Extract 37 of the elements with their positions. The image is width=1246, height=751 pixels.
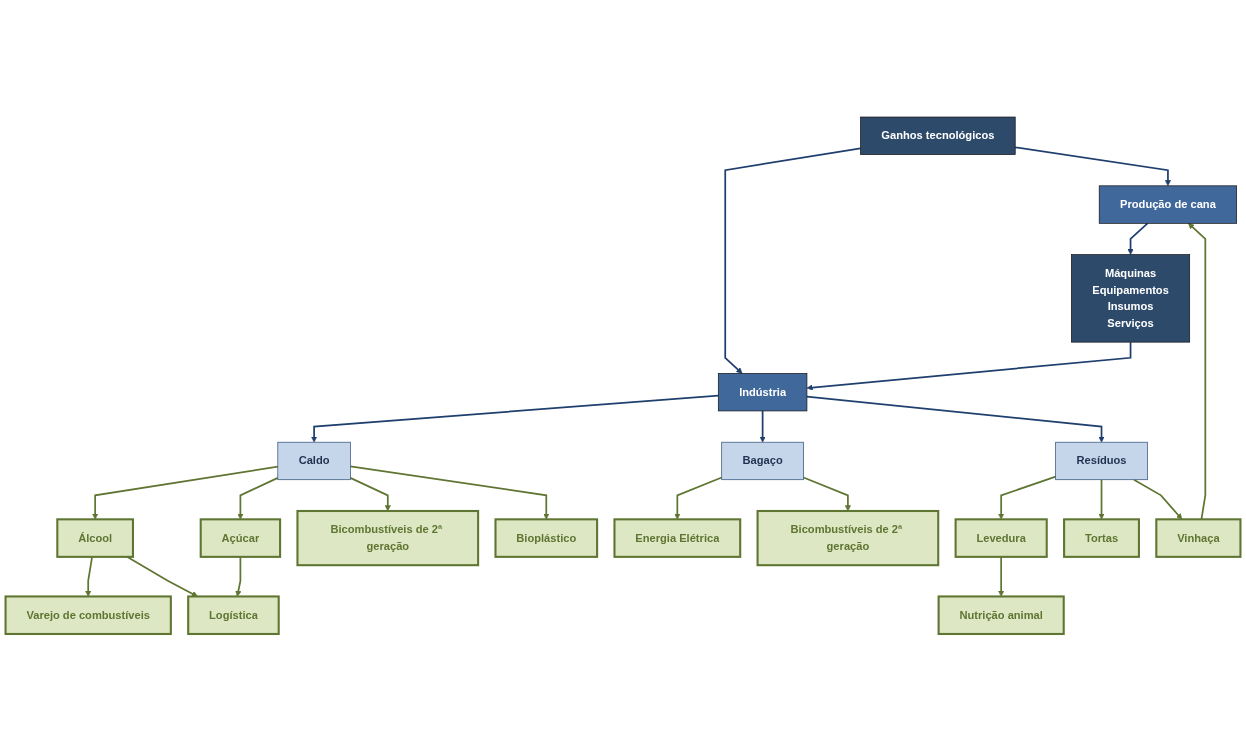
node-box: Varejo de combustíveis — [4, 595, 172, 635]
arrow — [1133, 478, 1183, 520]
node-box: Máquinas Equipamentos Insumos Serviços — [1071, 254, 1191, 343]
arrow — [237, 477, 279, 520]
arrow — [806, 395, 1105, 443]
node-box: Logística — [187, 595, 280, 635]
node-box: Álcool — [56, 518, 134, 558]
arrow — [998, 475, 1057, 520]
node-box: Bicombustíveis de 2ª geração — [296, 509, 480, 567]
arrow — [1127, 222, 1149, 255]
arrow — [724, 147, 862, 374]
arrow — [126, 556, 198, 597]
node-box: Levedura — [954, 518, 1048, 558]
node-box: Energia Elétrica — [613, 518, 742, 558]
node-box: Vinhaça — [1155, 518, 1242, 558]
node-box: Tortas — [1063, 518, 1140, 558]
arrow — [235, 556, 242, 597]
node-box: Açúcar — [199, 518, 282, 558]
node-box: Bicombustíveis de 2ª geração — [756, 509, 940, 567]
arrow — [1014, 146, 1171, 187]
arrow — [349, 465, 550, 520]
arrow — [92, 465, 279, 520]
arrow — [759, 410, 766, 443]
arrow — [674, 476, 723, 520]
node-box: Bagaço — [721, 441, 804, 481]
node-box: Indústria — [717, 373, 808, 412]
arrow — [998, 556, 1005, 597]
node-box: Bioplástico — [494, 518, 599, 558]
arrow — [311, 394, 720, 443]
arrow — [806, 341, 1132, 391]
node-box: Resíduos — [1055, 441, 1148, 481]
node-box: Ganhos tecnológicos — [860, 116, 1016, 155]
node-box: Nutrição animal — [937, 595, 1065, 635]
node-box: Produção de cana — [1098, 185, 1237, 224]
arrow — [1098, 478, 1105, 520]
arrow — [85, 556, 93, 597]
node-box: Caldo — [277, 441, 351, 481]
